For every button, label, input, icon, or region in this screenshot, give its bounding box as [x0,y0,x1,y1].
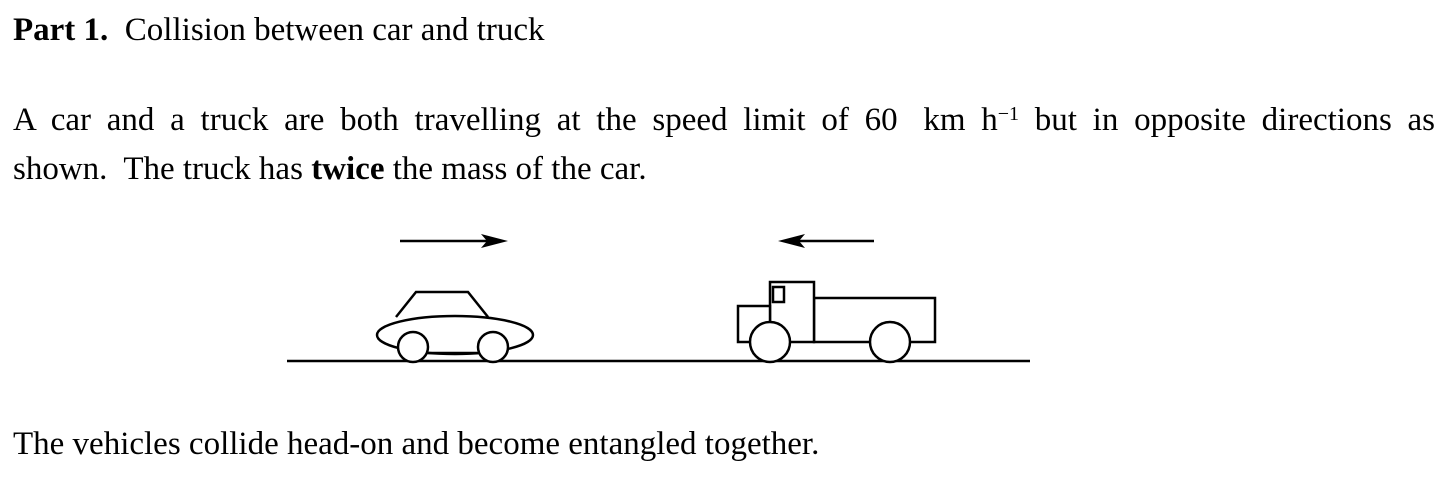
car-rear-wheel [396,330,430,364]
speed-unit: km h−1 [923,102,1019,138]
part-label: Part 1. [13,12,109,48]
truck-velocity-arrow [778,234,874,248]
para1-text-after: but in opposite directions as [1034,102,1436,138]
truck-window [771,285,786,304]
truck-icon [736,280,937,364]
emphasis-twice: twice [311,151,385,187]
car-icon [375,290,535,364]
car-front-wheel [476,330,510,364]
speed-unit-text: km h [923,102,998,138]
truck-rear-wheel [868,320,912,364]
truck-front-wheel [748,320,792,364]
part-heading: Part 1. Collision between car and truck [13,10,545,50]
problem-paragraph-2: shown. The truck has twice the mass of t… [13,149,647,189]
speed-value: 60 [864,102,898,138]
problem-paragraph-1: A car and a truck are both travelling at… [13,100,1435,140]
problem-paragraph-3: The vehicles collide head-on and become … [13,426,820,462]
speed-unit-exponent: −1 [997,103,1020,125]
para2-text-after: the mass of the car. [392,151,647,187]
part-heading-text: Collision between car and truck [124,12,545,48]
para2-text-before: shown. The truck has [13,151,303,187]
para1-text-before: A car and a truck are both travelling at… [13,102,849,138]
car-velocity-arrow [400,234,508,248]
